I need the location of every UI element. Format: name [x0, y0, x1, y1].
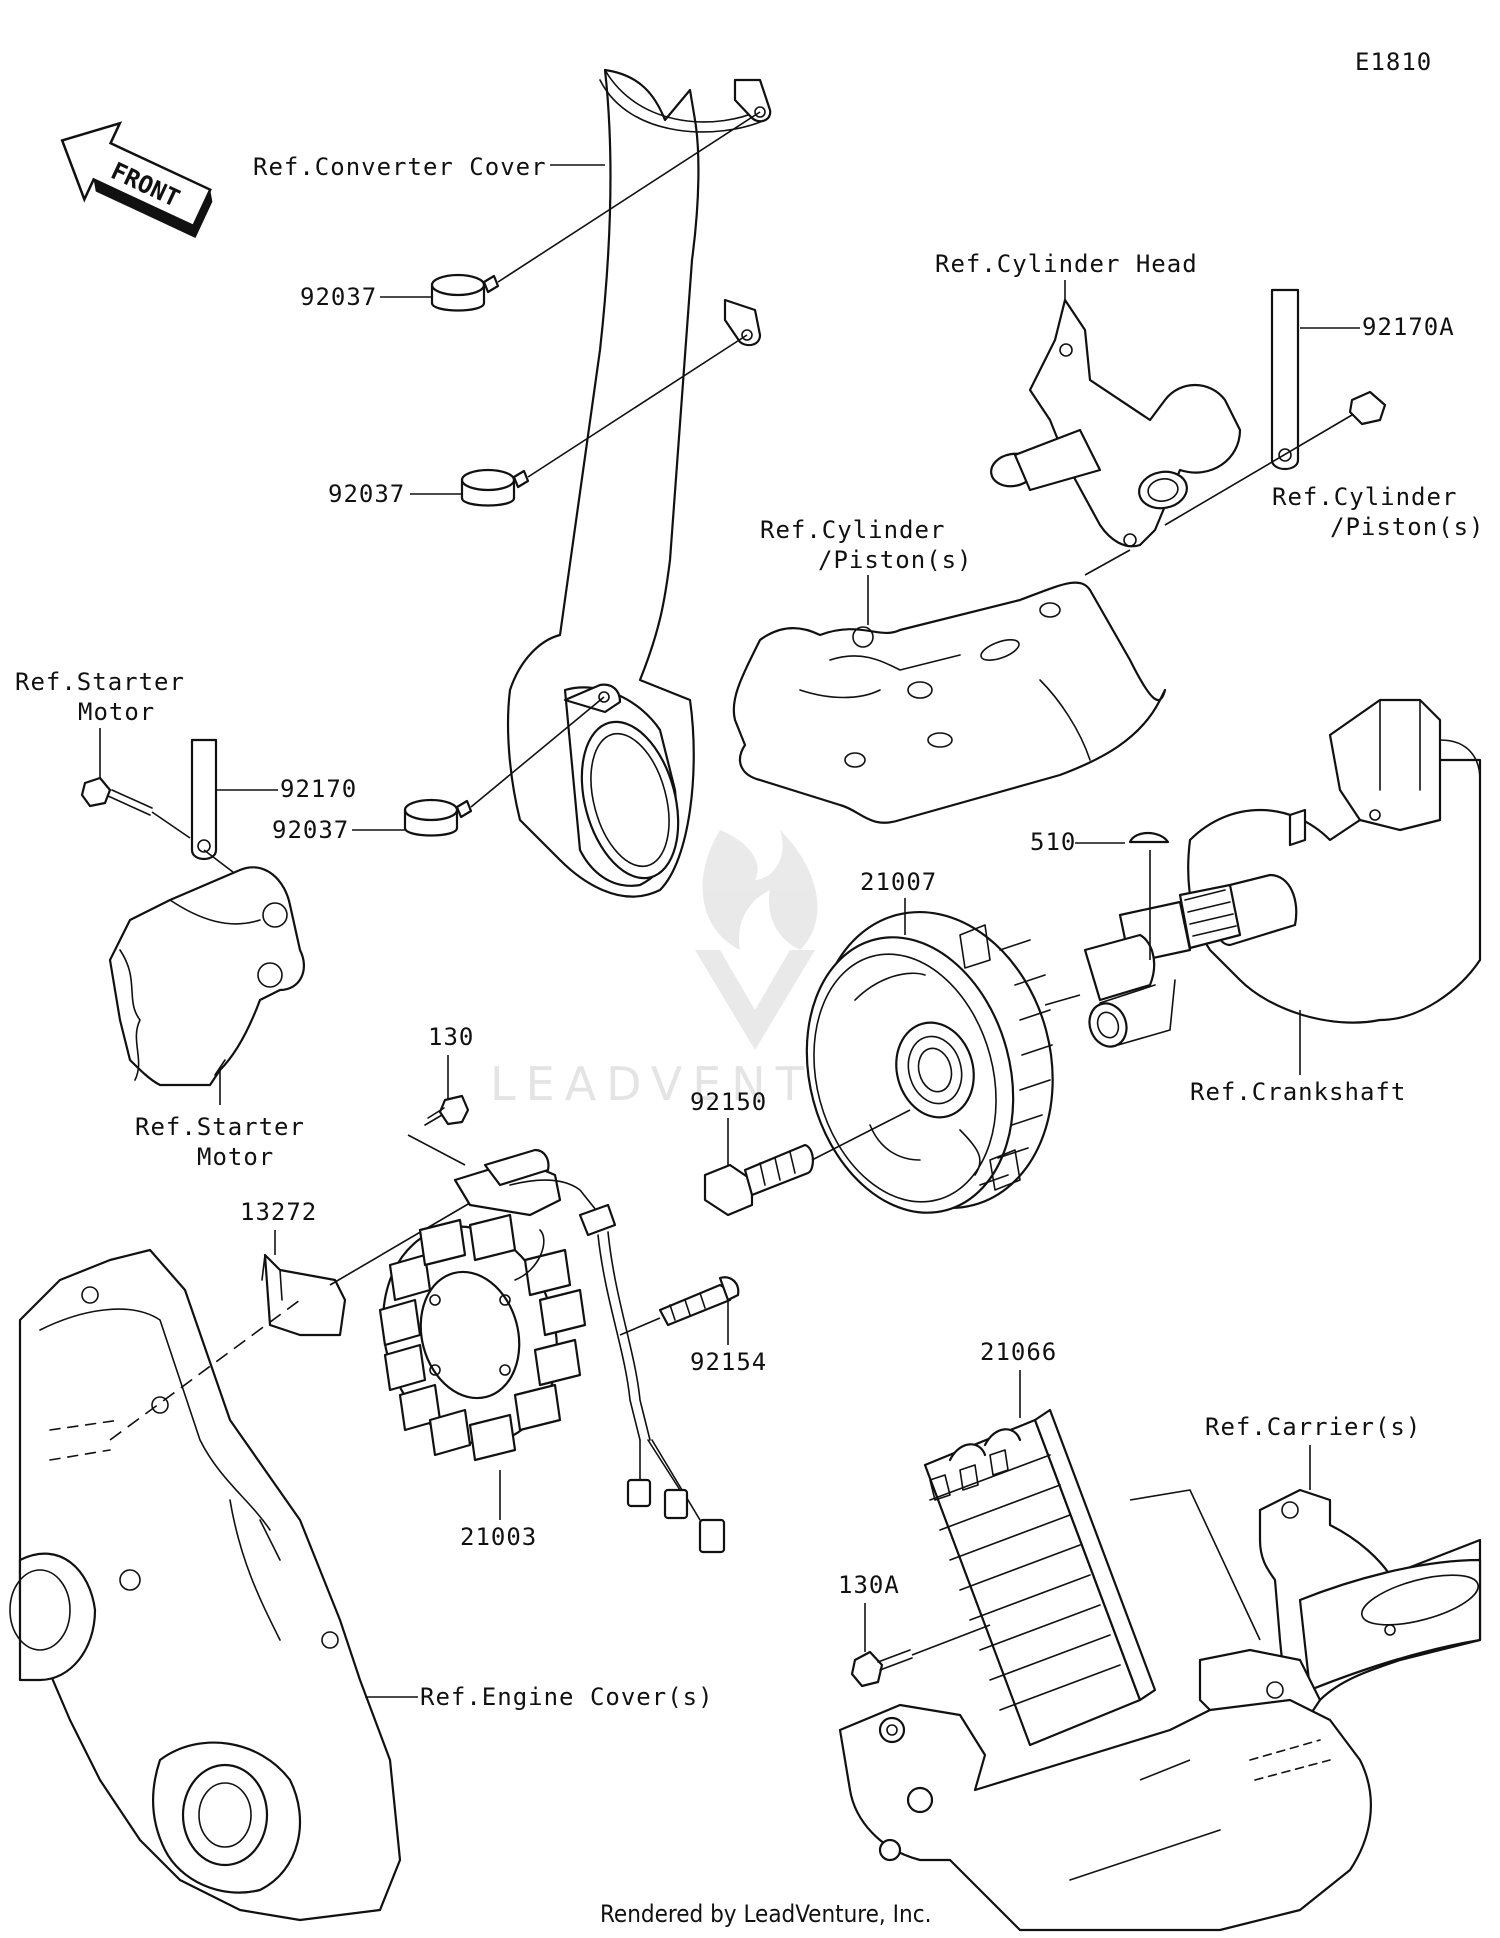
label-92037-a: 92037	[300, 283, 377, 311]
label-92037-c: 92037	[272, 816, 349, 844]
cylinder-head-drawing	[990, 298, 1242, 576]
label-ref-cylinder-piston-right-1: Ref.Cylinder	[1272, 483, 1457, 511]
label-92154: 92154	[690, 1348, 767, 1376]
label-ref-starter-motor-bottom-1: Ref.Starter	[135, 1113, 305, 1141]
label-510: 510	[1030, 828, 1076, 856]
starter-bolt	[80, 776, 191, 839]
label-92170A: 92170A	[1362, 313, 1455, 341]
label-ref-carriers: Ref.Carrier(s)	[1205, 1413, 1421, 1441]
label-92170: 92170	[280, 775, 357, 803]
label-ref-starter-motor-bottom-2: Motor	[197, 1143, 274, 1171]
label-13272: 13272	[240, 1198, 317, 1226]
key-510	[1128, 831, 1170, 960]
label-92150: 92150	[690, 1088, 767, 1116]
diagram-code: E1810	[1355, 48, 1432, 76]
label-ref-cylinder-piston-mid-2: /Piston(s)	[818, 546, 973, 574]
label-ref-starter-motor-top-2: Motor	[78, 698, 155, 726]
bolt-130	[407, 1094, 470, 1166]
engine-cover-drawing	[9, 1248, 402, 1922]
label-92037-b: 92037	[328, 480, 405, 508]
starter-motor-drawing	[108, 866, 305, 1087]
label-130: 130	[428, 1023, 474, 1051]
label-ref-cylinder-head: Ref.Cylinder Head	[935, 250, 1198, 278]
label-ref-crankshaft: Ref.Crankshaft	[1190, 1078, 1406, 1106]
clamp-13272	[261, 1199, 476, 1337]
label-21007: 21007	[860, 868, 937, 896]
collar-92037-c	[403, 696, 605, 837]
collar-92037-a	[430, 111, 761, 312]
regulator-21066-drawing	[923, 1408, 1157, 1747]
flywheel-drawing	[805, 910, 1054, 1214]
strap-92170A	[1270, 288, 1300, 471]
label-130A: 130A	[838, 1571, 900, 1599]
label-ref-starter-motor-top-1: Ref.Starter	[15, 668, 185, 696]
label-21066: 21066	[980, 1338, 1057, 1366]
label-ref-engine-covers: Ref.Engine Cover(s)	[420, 1683, 714, 1711]
stator-drawing	[378, 1148, 726, 1554]
carrier-frame-drawing	[838, 1488, 1482, 1932]
collar-92037-b	[460, 334, 748, 507]
crankshaft-drawing	[1083, 698, 1482, 1048]
label-ref-cylinder-piston-right-2: /Piston(s)	[1330, 513, 1485, 541]
bolt-130A	[850, 1624, 991, 1688]
strap-92170	[190, 738, 251, 886]
cylinder-piston-drawing	[732, 581, 1167, 824]
bolt-92154	[619, 1276, 740, 1336]
bolt-92150	[703, 1109, 911, 1217]
label-ref-converter-cover: Ref.Converter Cover	[253, 153, 547, 181]
front-arrow-icon: FRONT	[60, 121, 213, 238]
footer-credit: Rendered by LeadVenture, Inc.	[600, 1900, 931, 1928]
label-21003: 21003	[460, 1523, 537, 1551]
bolt-92170A	[1164, 390, 1387, 526]
label-ref-cylinder-piston-mid-1: Ref.Cylinder	[760, 516, 945, 544]
converter-cover-drawing	[506, 68, 772, 898]
